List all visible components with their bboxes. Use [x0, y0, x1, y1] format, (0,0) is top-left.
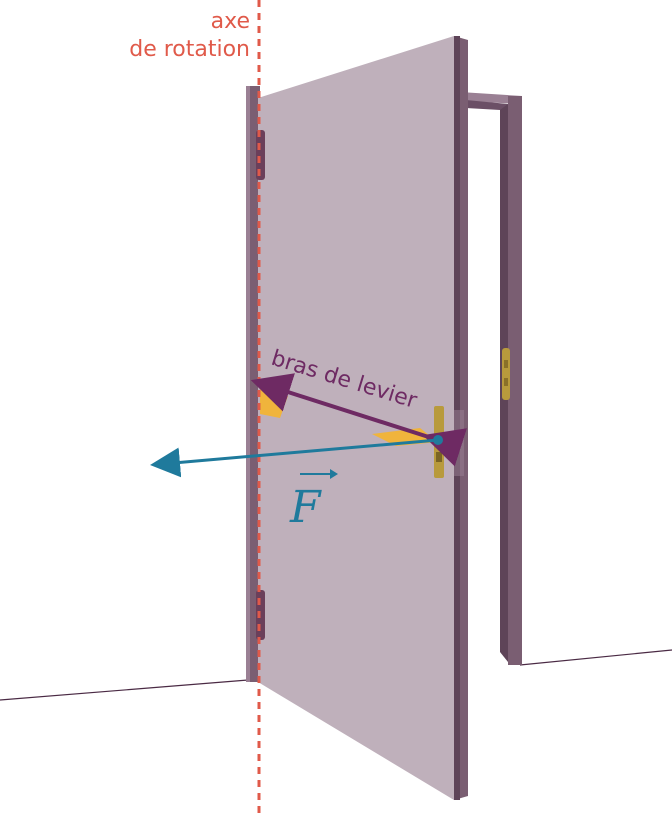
- frame-right-jamb: [508, 96, 522, 665]
- floor-line-left: [0, 679, 249, 701]
- force-application-point: [433, 435, 443, 445]
- axis-label-line1: axe: [210, 9, 250, 34]
- lever-arm-arrow: [250, 373, 467, 467]
- hinge-top: [256, 130, 265, 180]
- floor-line-right: [519, 649, 672, 666]
- force-arrow: [150, 438, 439, 478]
- axis-label-line2: de rotation: [129, 37, 250, 62]
- door-panel: [258, 36, 454, 800]
- force-vector-symbol-icon: [300, 469, 338, 479]
- strike-plate: [502, 348, 510, 400]
- force-label: F: [289, 482, 322, 533]
